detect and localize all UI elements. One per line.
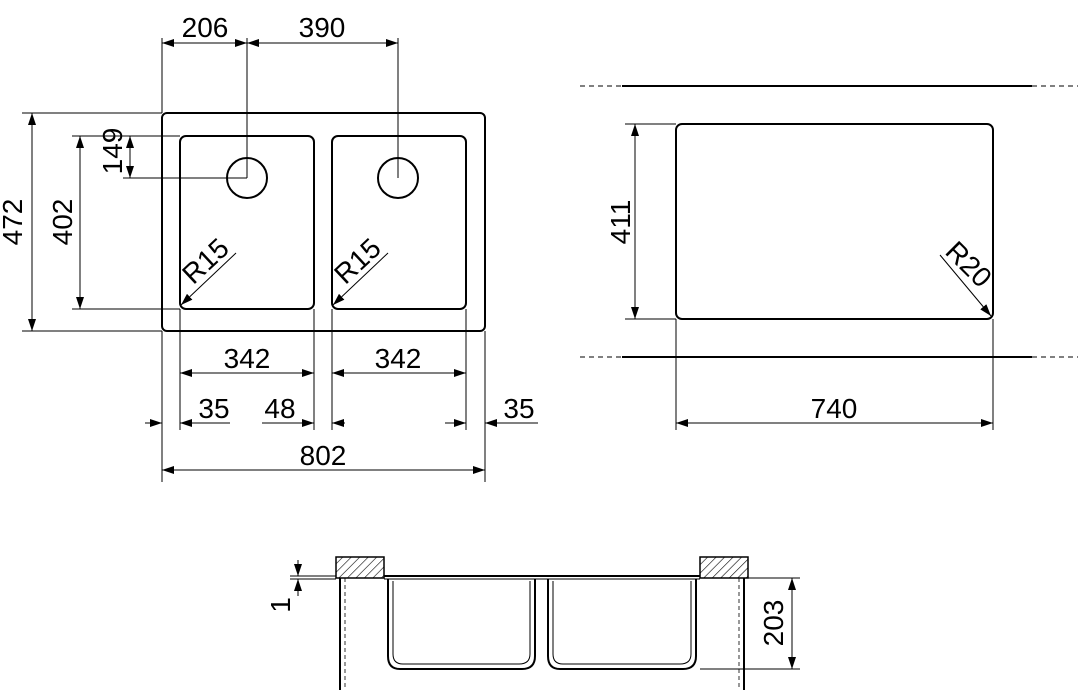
dimension-lines	[28, 39, 538, 474]
dim-bowl-height: 402	[47, 199, 78, 246]
dim-drain-spacing: 390	[299, 12, 346, 43]
dim-total-width: 802	[300, 440, 347, 471]
cutout-view: 411 740 R20	[580, 85, 1078, 430]
dim-thickness: 1	[265, 597, 296, 613]
top-view: 206 390 472 402 149 R15 R15 342 342 35 4…	[0, 12, 538, 482]
dim-drain1-offset: 206	[182, 12, 229, 43]
section-bowl-left	[387, 579, 536, 670]
dim-cutout-width: 740	[811, 393, 858, 424]
dim-edge-right: 35	[503, 393, 534, 424]
bowl-right	[331, 135, 467, 310]
sink-outline	[161, 112, 486, 332]
section-view: 203 1	[265, 556, 800, 690]
cutout-outline	[675, 123, 994, 320]
dim-bowl2-width: 342	[375, 343, 422, 374]
dim-edge-left: 35	[198, 393, 229, 424]
dim-cutout-radius: R20	[940, 235, 998, 293]
worktop-right	[699, 556, 749, 579]
dim-radius-left: R15	[176, 232, 235, 290]
extension-lines	[22, 38, 486, 482]
worktop-left	[335, 556, 385, 579]
dim-bowl-depth: 203	[758, 600, 789, 647]
dim-radius-right: R15	[328, 232, 387, 290]
dim-total-height: 472	[0, 199, 28, 246]
dim-drain-offset-top: 149	[97, 128, 128, 175]
section-bowl-right	[547, 579, 697, 670]
dim-bowl1-width: 342	[224, 343, 271, 374]
dim-divider: 48	[264, 393, 295, 424]
dim-cutout-height: 411	[605, 200, 636, 245]
